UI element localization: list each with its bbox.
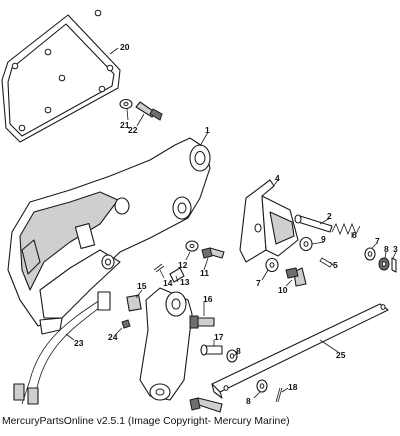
callout-14: 14: [163, 278, 173, 288]
washer-part-8-bottom: [256, 379, 268, 393]
callout-18: 18: [288, 382, 298, 392]
callout-23: 23: [74, 338, 84, 348]
callout-12: 12: [178, 260, 188, 270]
callout-21: 21: [120, 120, 130, 130]
callout-5: 5: [333, 260, 338, 270]
bolt-part-10: [285, 267, 307, 287]
callout-8-right: 8: [384, 244, 389, 254]
switch-part-15: [126, 294, 142, 312]
callout-4: 4: [275, 173, 280, 183]
cotter-pin-part-18: [275, 387, 283, 403]
lower-bracket: [139, 287, 193, 401]
washer-part-21: [119, 98, 133, 110]
latch-bracket-part-4: [239, 179, 299, 263]
callout-11: 11: [200, 268, 209, 278]
washer-part-7-right: [364, 247, 376, 261]
clip-part-14: [169, 267, 185, 283]
bolt-part-11: [201, 247, 225, 259]
callout-15: 15: [137, 281, 147, 291]
washer-part-8-lower: [226, 349, 238, 363]
callout-7-right: 7: [375, 236, 380, 246]
callout-25: 25: [336, 350, 346, 360]
callout-22: 22: [128, 125, 138, 135]
callout-2: 2: [327, 211, 332, 221]
pin-part-13: [153, 263, 165, 273]
callout-8-bottom: 8: [246, 396, 251, 406]
callout-24: 24: [108, 332, 118, 342]
callout-1: 1: [205, 125, 210, 135]
callout-8-lower: 8: [236, 346, 241, 356]
spring-part-6: [331, 222, 361, 236]
washer-part-9: [299, 236, 313, 252]
bottom-bolt: [189, 397, 223, 413]
callout-3: 3: [393, 244, 398, 254]
copyright-footer: MercuryPartsOnline v2.5.1 (Image Copyrig…: [2, 416, 290, 427]
wire-harness-part-23: [13, 291, 111, 405]
pin-part-2: [294, 214, 333, 233]
callout-20: 20: [120, 42, 130, 52]
washer-part-8-right: [378, 257, 390, 271]
callout-6: 6: [352, 230, 357, 240]
callout-10: 10: [278, 285, 288, 295]
callout-13: 13: [180, 277, 190, 287]
mounting-plate-part-20: [1, 9, 121, 143]
washer-part-7-center: [265, 257, 279, 273]
callout-16: 16: [203, 294, 213, 304]
callout-7-center: 7: [256, 278, 261, 288]
leader-lines: [65, 47, 397, 399]
pin-part-3: [391, 257, 397, 273]
callout-9: 9: [321, 234, 326, 244]
bolt-part-22: [135, 101, 163, 121]
callout-labels: 1 2 3 4 5 6 7 7 8 8 9 10 11 12 13 14 15 …: [74, 42, 398, 406]
pin-part-17: [200, 344, 223, 356]
callout-17: 17: [214, 332, 224, 342]
rod-part-25: [211, 303, 389, 399]
screw-part-24: [121, 319, 131, 329]
cotter-pin-part-5: [319, 257, 333, 268]
bracket-part-1: [7, 137, 211, 335]
washer-part-12: [185, 240, 199, 252]
bolt-part-16: [189, 315, 215, 329]
